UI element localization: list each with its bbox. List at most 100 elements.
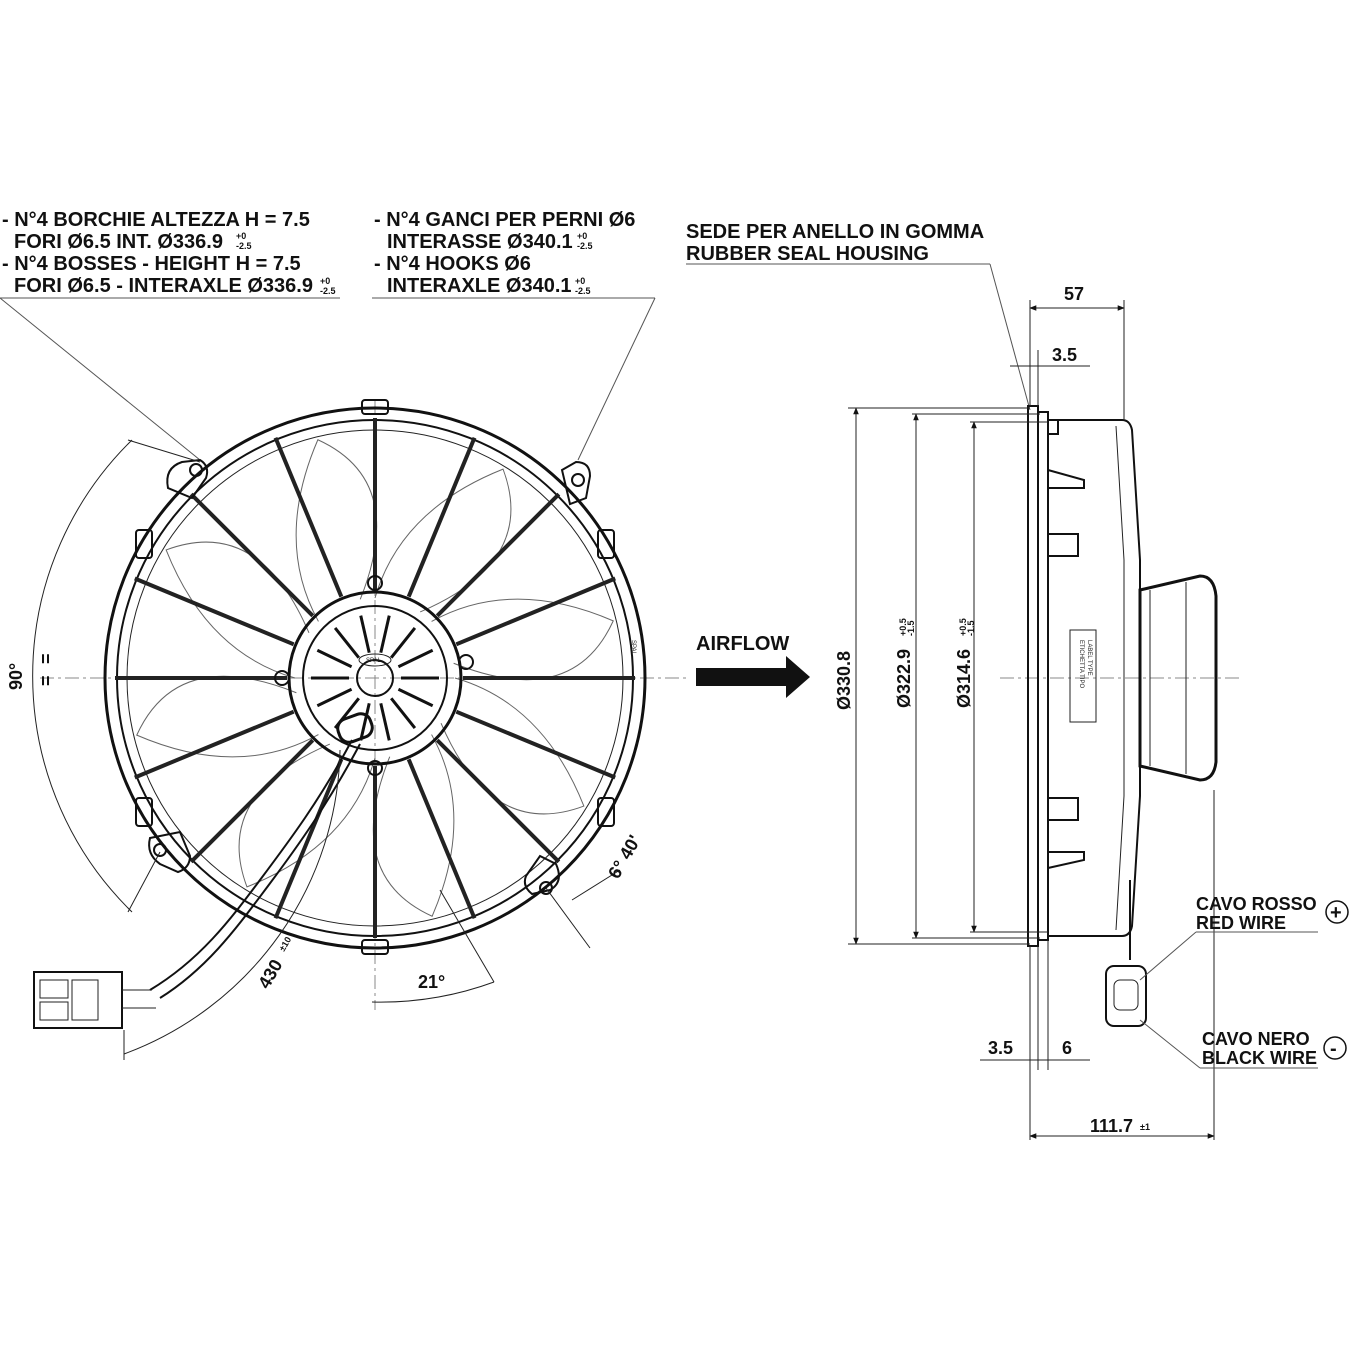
label-tag-box <box>1069 629 1097 723</box>
black-wire-it: CAVO NERO <box>1202 1029 1310 1049</box>
hooks-tol-minus: -2.5 <box>577 241 593 251</box>
hook-lug-top-right <box>560 460 592 506</box>
motor-shaft-boss <box>356 659 394 697</box>
motor-rib <box>359 703 371 741</box>
motor-rib <box>316 648 353 669</box>
dim-322-9-tol-minus: -1.5 <box>906 620 916 636</box>
grille-spoke <box>134 576 295 647</box>
side-hook <box>1047 851 1085 869</box>
boss-lug-bottom-left <box>148 830 192 874</box>
motor-inner-ring <box>302 605 448 751</box>
fan-blade <box>136 675 319 758</box>
angle-21-ext <box>439 889 495 983</box>
connector-body <box>33 971 123 1029</box>
side-hook <box>1047 469 1085 489</box>
bosses-note-line2: FORI Ø6.5 INT. Ø336.9 <box>14 231 223 253</box>
fan-blade <box>295 439 378 622</box>
hooks-note-line2: INTERASSE Ø340.1 <box>387 231 573 253</box>
hook-lug-bottom-right <box>523 854 560 896</box>
red-wire-symbol: + <box>1330 902 1342 924</box>
motor-mount-hole <box>367 760 383 776</box>
shroud-clip <box>361 939 389 955</box>
airflow-indicator: AIRFLOW <box>696 633 810 698</box>
connector-pin-slot <box>39 1001 69 1021</box>
red-wire-it: CAVO ROSSO <box>1196 894 1317 914</box>
bosses-note: - N°4 BORCHIE ALTEZZA H = 7.5 FORI Ø6.5 … <box>0 209 340 461</box>
airflow-arrow-icon <box>696 656 810 698</box>
grille-spokes <box>115 418 635 938</box>
shroud-body <box>1047 419 1141 937</box>
angle-21-arc <box>371 981 495 1003</box>
power-cable-edge <box>159 743 361 999</box>
fan-blade <box>374 468 512 613</box>
grille-spoke <box>189 492 315 618</box>
hooks-tol-plus: +0 <box>577 231 587 241</box>
motor-rib <box>379 703 391 741</box>
fan-blade <box>440 677 585 815</box>
shroud-clip <box>361 399 389 415</box>
brand-logo-outline <box>358 653 392 667</box>
side-tab <box>1047 419 1059 435</box>
minus-icon <box>1323 1036 1347 1060</box>
fan-blade <box>431 598 614 681</box>
cable-grommet <box>336 712 374 744</box>
angle-6-40-ext <box>545 887 591 949</box>
motor-rib <box>397 648 434 669</box>
motor-rib <box>333 627 360 659</box>
red-wire-en: RED WIRE <box>1196 913 1286 933</box>
bosses-tol-minus: -2.5 <box>236 241 252 251</box>
connector-latch <box>71 979 99 1021</box>
bosses-leader <box>0 297 201 461</box>
grille-spoke <box>455 576 616 647</box>
dim-57: 57 <box>1064 284 1084 304</box>
fan-blade <box>165 541 310 679</box>
cable-length-tol: ±10 <box>277 935 293 953</box>
black-wire-leader <box>1139 1019 1201 1069</box>
hooks-note: - N°4 GANCI PER PERNI Ø6 INTERASSE Ø340.… <box>372 209 656 461</box>
hooks-tol-plus-2: +0 <box>575 276 585 286</box>
hooks-note-line4: INTERAXLE Ø340.1 <box>387 275 572 297</box>
shroud-code: SPAL <box>630 640 636 656</box>
bosses-note-line3: - N°4 BOSSES - HEIGHT H = 7.5 <box>2 253 301 275</box>
grille-spoke <box>273 758 344 919</box>
side-clip <box>1047 797 1079 821</box>
side-view: ETICHETTA TIPO LABEL TYPE 57 3.5 Ø330.8 … <box>834 284 1240 1140</box>
fan-blade <box>372 734 455 917</box>
motor-rib <box>390 697 417 729</box>
angle-90-ext <box>127 439 201 463</box>
bosses-tol-plus-2: +0 <box>320 276 330 286</box>
angle-90-arc <box>32 439 133 913</box>
seal-note-line2: RUBBER SEAL HOUSING <box>686 243 929 265</box>
shroud-contour <box>1115 425 1125 931</box>
dim-314-6-tol-minus: -1.5 <box>966 620 976 636</box>
seal-note-line1: SEDE PER ANELLO IN GOMMA <box>686 221 984 243</box>
bosses-note-line1: - N°4 BORCHIE ALTEZZA H = 7.5 <box>2 209 310 231</box>
motor-rib <box>397 687 434 708</box>
motor-rib <box>379 615 391 653</box>
motor-mount-hole <box>367 575 383 591</box>
hooks-leader <box>577 297 656 461</box>
angle-90-ext <box>127 851 161 913</box>
shroud-clip <box>135 529 153 559</box>
seal-leader <box>989 263 1031 411</box>
grille-spoke <box>406 758 477 919</box>
side-clip <box>1047 533 1079 557</box>
grille-spoke <box>435 738 561 864</box>
angle-6-40-label: 6° 40' <box>604 832 645 882</box>
brand-logo-text: SPAL <box>366 658 382 664</box>
front-view: SPAL SPAL 90° = = 21° <box>6 399 690 1060</box>
grille-spoke <box>189 738 315 864</box>
black-wire-callout: CAVO NERO BLACK WIRE - <box>1139 1019 1347 1069</box>
motor-mount-hole <box>458 654 474 670</box>
bosses-tol-plus: +0 <box>236 231 246 241</box>
angle-90-label: 90° <box>6 663 26 690</box>
grille-spoke <box>406 437 477 598</box>
shroud-clip <box>597 797 615 827</box>
motor-rib <box>390 627 417 659</box>
grille-spoke <box>273 437 344 598</box>
grille-spoke <box>134 709 295 780</box>
plus-icon <box>1325 900 1349 924</box>
red-wire-leader <box>1139 931 1197 981</box>
power-cable <box>149 739 353 991</box>
